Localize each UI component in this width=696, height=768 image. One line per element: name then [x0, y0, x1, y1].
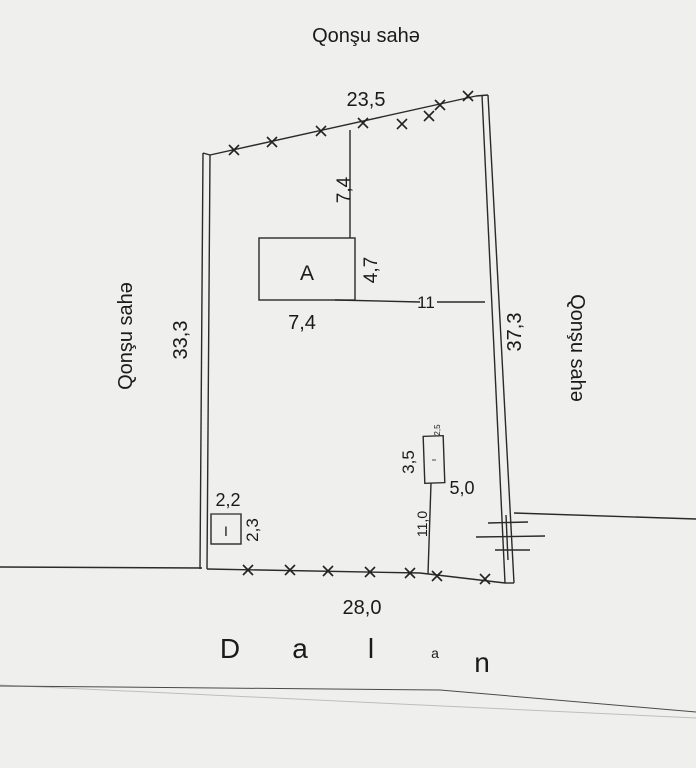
street-bottom-line-left — [0, 685, 441, 691]
top-fence-line — [209, 95, 477, 156]
small-building-width-dimension: 5,0 — [449, 478, 474, 498]
small-building-to-bottom-dimension: 11,0 — [414, 511, 430, 537]
plot-left-wall-cap — [202, 152, 211, 156]
plot-right-wall-cap — [475, 94, 489, 97]
plot-left-wall-inner — [206, 154, 211, 570]
shed-width-dimension: 2,2 — [215, 490, 240, 510]
house-depth-dimension: 4,7 — [361, 257, 382, 283]
plot-right-wall-outer — [487, 94, 515, 584]
house-width-dimension: 7,4 — [288, 312, 316, 334]
paper-fold-line — [0, 684, 696, 719]
street-letter-2: a — [292, 633, 308, 664]
street-letter-1: D — [220, 633, 240, 664]
small-building-mark: 2,5 — [433, 424, 442, 436]
gate-marks — [475, 514, 546, 561]
house-a-outline — [258, 237, 356, 301]
bottom-fence-line-right — [419, 572, 506, 584]
house-to-right-dimline-left — [334, 299, 421, 303]
small-building-depth-dimension: 3,5 — [399, 450, 418, 474]
street-letter-4: a — [431, 645, 439, 661]
top-fence-marks — [228, 90, 474, 156]
street-bottom-line-right — [439, 689, 696, 713]
small-building-outline — [422, 434, 446, 485]
street-letter-3: l — [368, 633, 374, 664]
house-a-label: A — [300, 262, 314, 285]
plot-left-wall-outer — [199, 152, 204, 570]
top-side-dimension: 23,5 — [347, 89, 386, 111]
left-neighbor-label: Qonşu sahə — [115, 282, 137, 390]
top-neighbor-label: Qonşu sahə — [312, 25, 420, 47]
house-to-right-dimension: 11 — [417, 293, 435, 312]
right-neighbor-label: Qonşu sahə — [566, 294, 588, 402]
bottom-side-dimension: 28,0 — [343, 597, 382, 619]
plot-right-wall-inner — [481, 94, 506, 584]
shed-i-label: I — [224, 523, 228, 539]
right-side-dimension: 37,3 — [504, 313, 526, 352]
shed-depth-dimension: 2,3 — [243, 518, 262, 542]
bottom-fence-line-left — [206, 568, 421, 574]
bottom-fence-marks — [242, 564, 491, 585]
left-side-dimension: 33,3 — [170, 321, 192, 360]
street-edge-left — [0, 566, 203, 569]
house-to-top-dimension: 7,4 — [334, 176, 355, 203]
small-building-to-bottom-dimline — [427, 482, 432, 575]
street-edge-right — [513, 512, 696, 520]
street-letter-5: n — [474, 647, 490, 678]
